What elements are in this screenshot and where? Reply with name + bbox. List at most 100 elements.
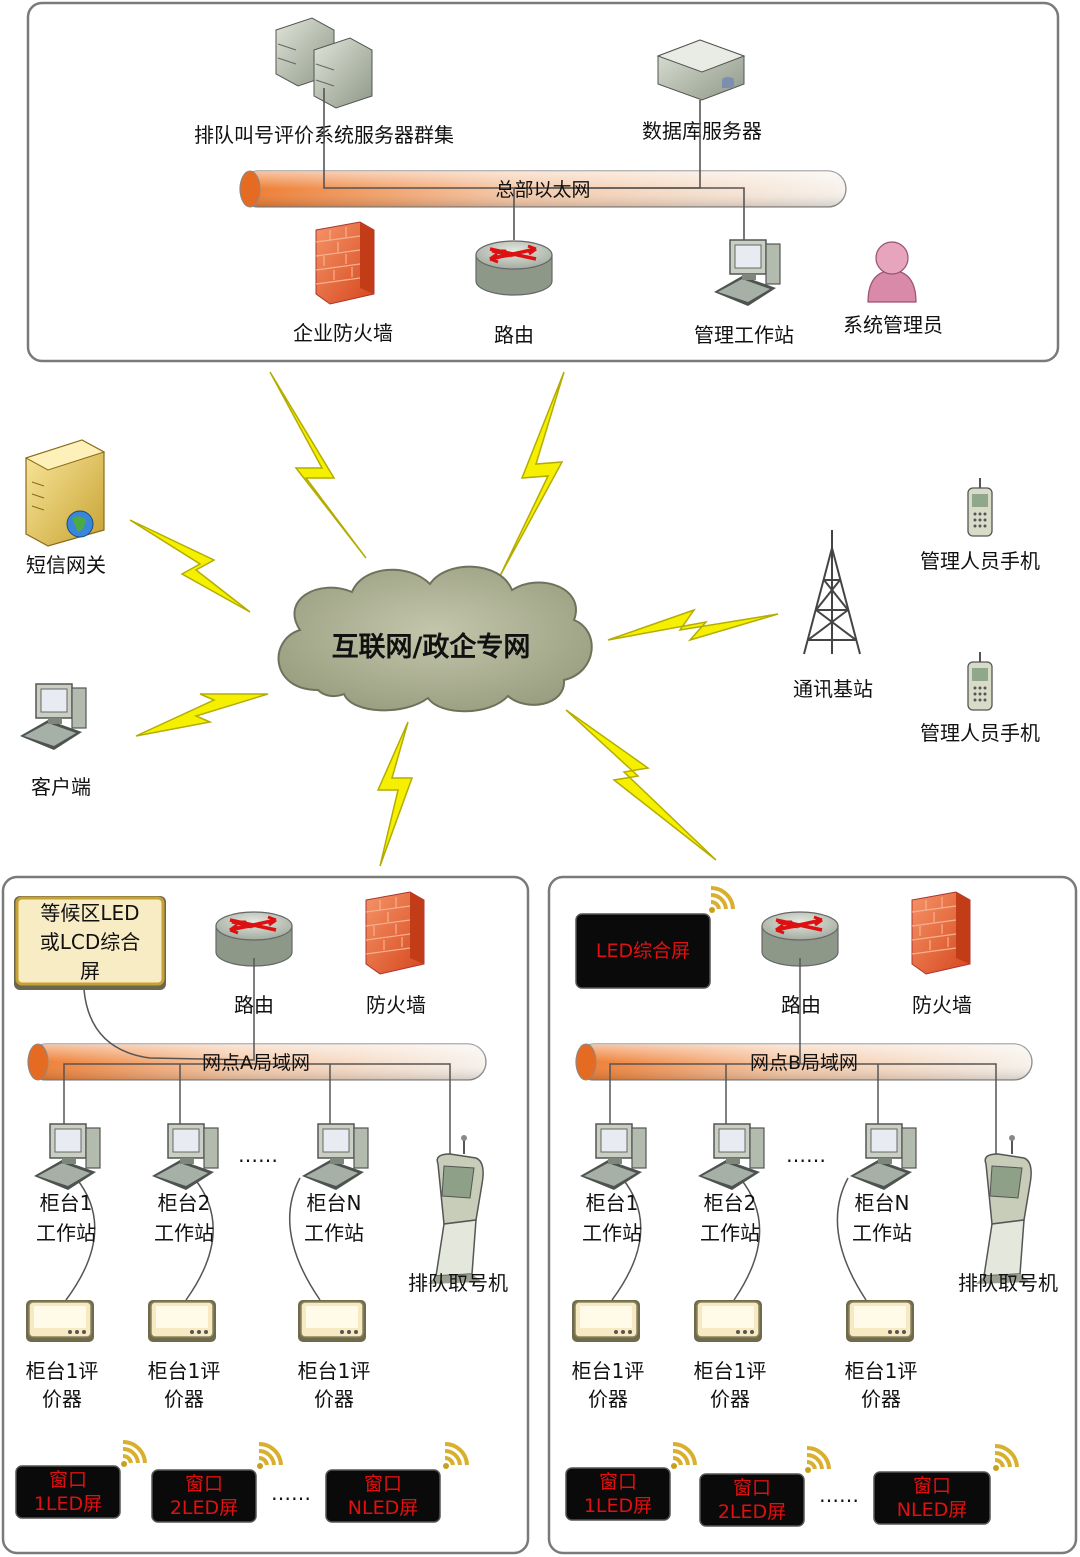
evaluator-icon	[571, 1299, 641, 1343]
bolt-branch-a	[376, 721, 414, 867]
ws-bn-line1: 柜台N	[855, 1191, 910, 1215]
server-cluster-icon	[275, 17, 373, 109]
bolt-tower	[607, 608, 779, 642]
ws-a1-line2: 工作站	[36, 1221, 96, 1245]
branch-a-firewall-label: 防火墙	[366, 993, 426, 1017]
db-server-label: 数据库服务器	[642, 119, 762, 143]
led-b1-line1: 窗口	[599, 1471, 637, 1493]
led-screen-a1	[15, 1465, 121, 1519]
led-screen-b3	[873, 1471, 991, 1525]
hq-ethernet-label: 总部以太网	[495, 179, 590, 201]
ws-b2-line2: 工作站	[700, 1221, 760, 1245]
led-combined-screen	[575, 913, 711, 989]
waiting-screen-line1: 等候区LED	[40, 901, 139, 925]
branch-b-lan-label: 网点B局域网	[750, 1052, 858, 1074]
led-b1-line2: 1LED屏	[584, 1495, 652, 1517]
ev-b1-line1: 柜台1评	[572, 1359, 645, 1383]
branch-b-links	[609, 958, 997, 1301]
ev-b3-line2: 价器	[861, 1387, 901, 1411]
ev-b1-line2: 价器	[588, 1387, 628, 1411]
branch-b-led-dots: ……	[819, 1483, 859, 1507]
led-b3-line2: NLED屏	[897, 1499, 967, 1521]
bolt-client	[135, 693, 269, 737]
led-a1-line2: 1LED屏	[34, 1493, 102, 1515]
ws-b2-line1: 柜台2	[704, 1191, 757, 1215]
branch-a-router-icon	[214, 910, 294, 968]
bolt-sms	[129, 519, 251, 613]
ws-an-line1: 柜台N	[307, 1191, 362, 1215]
branch-b-lan-pipe	[575, 1043, 1033, 1081]
hq-ethernet-pipe	[239, 170, 847, 208]
led-combined-label: LED综合屏	[596, 940, 690, 962]
mgmt-workstation-label: 管理工作站	[694, 323, 794, 347]
branch-a-firewall-icon	[365, 891, 425, 975]
branch-b-router-icon	[760, 910, 840, 968]
hq-firewall-label: 企业防火墙	[293, 321, 393, 345]
phone1-label: 管理人员手机	[920, 549, 1040, 573]
phone2-label: 管理人员手机	[920, 721, 1040, 745]
branch-b-router-label: 路由	[781, 993, 821, 1017]
ws-b1-line2: 工作站	[582, 1221, 642, 1245]
ws-a1-line1: 柜台1	[40, 1191, 93, 1215]
waiting-screen-line2: 或LCD综合	[40, 930, 141, 954]
client-pc-icon	[19, 683, 87, 751]
mobile-phone-icon	[967, 477, 993, 537]
db-server-icon	[656, 39, 746, 101]
ev-a1-line2: 价器	[42, 1387, 82, 1411]
evaluator-icon	[147, 1299, 217, 1343]
branch-b-firewall-label: 防火墙	[912, 993, 972, 1017]
branch-b-firewall-icon	[911, 891, 971, 975]
ws-a2-line2: 工作站	[154, 1221, 214, 1245]
evaluator-icon	[25, 1299, 95, 1343]
bolt-hq-left	[269, 371, 367, 559]
hq-links	[323, 88, 745, 240]
evaluator-icon	[693, 1299, 763, 1343]
waiting-screen-icon	[14, 896, 166, 990]
hq-firewall-icon	[315, 221, 375, 305]
person-icon	[867, 241, 917, 303]
cloud-label: 互联网/政企专网	[332, 631, 531, 663]
bolt-hq-right	[499, 371, 565, 577]
mobile-phone-icon	[967, 651, 993, 711]
ev-a2-line2: 价器	[164, 1387, 204, 1411]
led-screen-b2	[699, 1473, 805, 1527]
branch-a-lan-pipe	[27, 1043, 487, 1081]
hq-router-label: 路由	[494, 323, 534, 347]
ev-a2-line1: 柜台1评	[148, 1359, 221, 1383]
sms-gateway-icon	[24, 439, 106, 547]
ev-a3-line2: 价器	[314, 1387, 354, 1411]
led-b2-line1: 窗口	[733, 1477, 771, 1499]
led-a2-line2: 2LED屏	[170, 1497, 238, 1519]
ws-a2-line1: 柜台2	[158, 1191, 211, 1215]
sys-admin-label: 系统管理员	[843, 313, 943, 337]
branch-a-ticket-label: 排队取号机	[408, 1271, 508, 1295]
led-a1-line1: 窗口	[49, 1469, 87, 1491]
led-b3-line1: 窗口	[913, 1475, 951, 1497]
led-a3-line2: NLED屏	[348, 1497, 418, 1519]
branch-a-links	[63, 958, 451, 1301]
led-b2-line2: 2LED屏	[718, 1501, 786, 1523]
led-screen-a3	[325, 1469, 441, 1523]
branch-a-dots: ……	[238, 1143, 278, 1167]
branch-a-led-dots: ……	[271, 1481, 311, 1505]
evaluator-icon	[297, 1299, 367, 1343]
ev-b3-line1: 柜台1评	[845, 1359, 918, 1383]
branch-a-lan-label: 网点A局域网	[202, 1052, 310, 1074]
base-station-label: 通讯基站	[793, 677, 873, 701]
ws-an-line2: 工作站	[304, 1221, 364, 1245]
ev-a1-line1: 柜台1评	[26, 1359, 99, 1383]
ws-b1-line1: 柜台1	[586, 1191, 639, 1215]
led-screen-b1	[565, 1467, 671, 1521]
led-a3-line1: 窗口	[364, 1473, 402, 1495]
wireless-links	[129, 371, 779, 867]
ev-a3-line1: 柜台1评	[298, 1359, 371, 1383]
led-screen-a2	[151, 1469, 257, 1523]
bolt-branch-b	[565, 709, 717, 861]
ev-b2-line1: 柜台1评	[694, 1359, 767, 1383]
client-label: 客户端	[31, 775, 91, 799]
ws-bn-line2: 工作站	[852, 1221, 912, 1245]
branch-b-ticket-label: 排队取号机	[958, 1271, 1058, 1295]
cell-tower-icon	[803, 530, 861, 655]
waiting-screen-line3: 屏	[80, 959, 100, 983]
